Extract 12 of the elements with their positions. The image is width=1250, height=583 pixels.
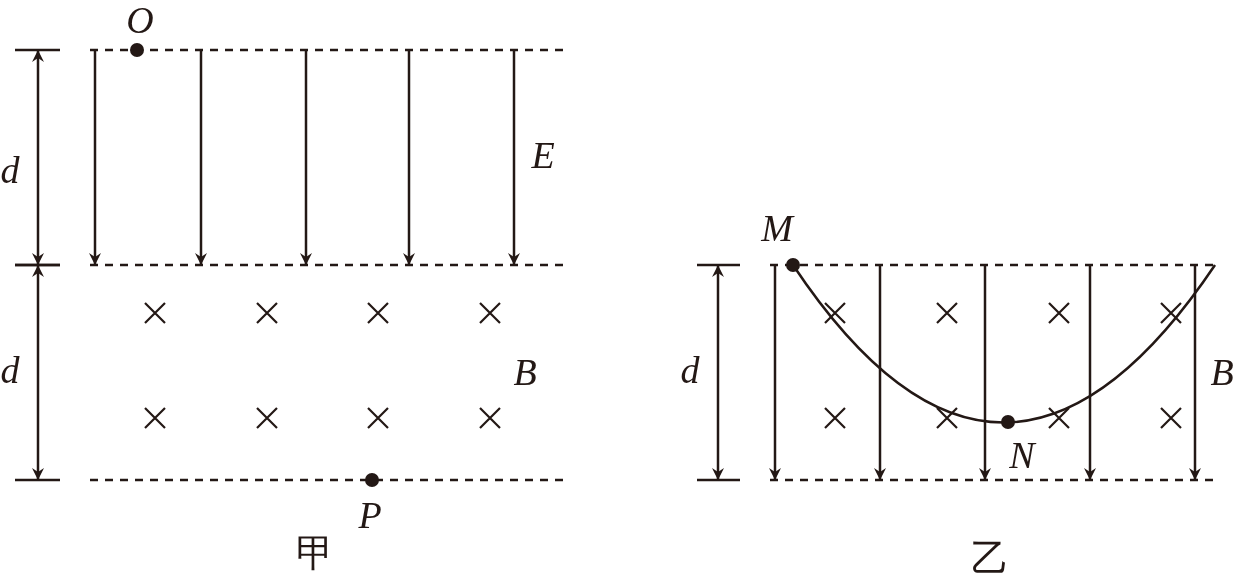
figure-caption: 甲 xyxy=(296,534,334,572)
point-label: N xyxy=(1009,436,1035,474)
field-label: B xyxy=(513,353,537,391)
point-label: O xyxy=(126,1,154,39)
dimension-label: d xyxy=(0,351,20,389)
point-label: P xyxy=(358,496,382,534)
dimension-label: d xyxy=(680,351,700,389)
dimension-label: d xyxy=(0,151,20,189)
figure-caption: 乙 xyxy=(971,539,1009,577)
point-label: M xyxy=(761,209,793,247)
field-label: E xyxy=(531,136,555,174)
field-label: B xyxy=(1210,353,1234,391)
